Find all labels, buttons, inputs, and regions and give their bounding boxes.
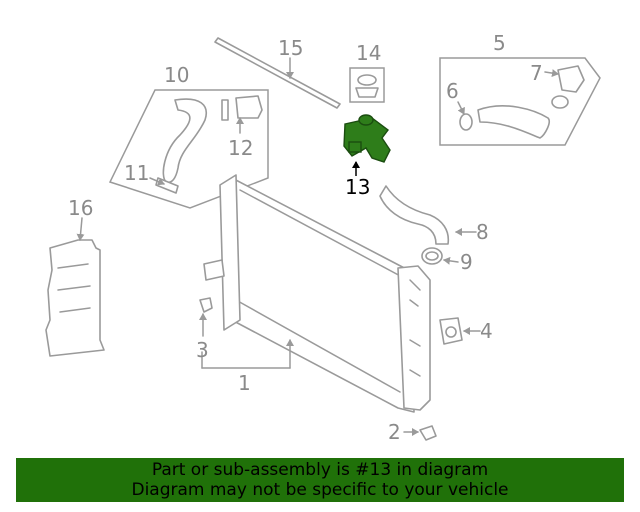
callout-12: 12 — [228, 136, 253, 160]
banner-line-2: Diagram may not be specific to your vehi… — [131, 480, 509, 500]
part-5-hose-kit: 5 6 7 — [439, 31, 601, 146]
callout-16: 16 — [68, 196, 93, 220]
callout-5: 5 — [493, 31, 506, 55]
callout-14: 14 — [356, 41, 381, 65]
callout-10: 10 — [164, 63, 189, 87]
callout-3: 3 — [196, 338, 209, 362]
part-13-highlighted: 13 — [343, 114, 391, 199]
callout-6: 6 — [446, 79, 459, 103]
part-3-drain-plug: 3 — [196, 297, 213, 362]
part-9-clamp: 9 — [421, 247, 473, 274]
banner-line-1: Part or sub-assembly is #13 in diagram — [151, 460, 489, 480]
part-15-seal-strip: 15 — [214, 36, 341, 109]
part-16-shroud: 16 — [45, 196, 105, 357]
callout-1: 1 — [238, 371, 251, 395]
callout-2: 2 — [388, 420, 401, 444]
callout-13: 13 — [345, 175, 370, 199]
part-4-bracket: 4 — [439, 317, 493, 345]
part-1-radiator: 1 — [201, 174, 431, 413]
parts-diagram: 15 14 10 12 11 5 6 7 13 — [45, 31, 601, 444]
part-2-nut: 2 — [388, 420, 437, 444]
callout-7: 7 — [530, 61, 543, 85]
part-8-hose: 8 — [379, 185, 489, 245]
callout-4: 4 — [480, 319, 493, 343]
callout-11: 11 — [124, 161, 149, 185]
callout-8: 8 — [476, 220, 489, 244]
callout-9: 9 — [460, 250, 473, 274]
part-14-gasket: 14 — [349, 41, 385, 103]
info-banner: Part or sub-assembly is #13 in diagram D… — [16, 458, 624, 502]
callout-15: 15 — [278, 36, 303, 60]
